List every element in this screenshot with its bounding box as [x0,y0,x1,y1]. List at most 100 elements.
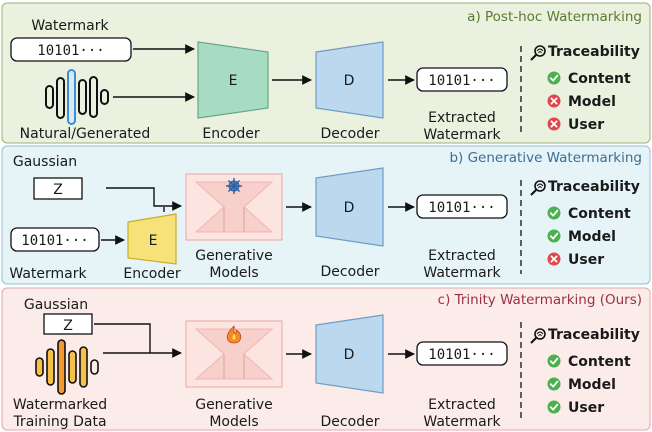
extracted-bits-box [416,194,508,219]
decoder-label: Decoder [321,126,380,142]
encoder-block [197,41,269,119]
check-icon [547,377,561,391]
check-icon [547,71,561,85]
traceability-list: Traceability Content Model User [530,179,640,268]
magnifier-fingerprint-icon [530,328,546,344]
extracted-label-line2: Watermark [423,127,501,143]
trace-label: Model [568,94,616,110]
status-mark [549,209,559,217]
gaussian-z-box [33,177,83,200]
trace-row-content-check: Content [547,71,631,87]
panel-post-hoc: a) Post-hoc Watermarking Watermark 10101… [1,2,651,144]
generative-label-line1: Generative [195,397,273,413]
check-icon [547,206,561,220]
status-mark [550,255,558,263]
gaussian-label: Gaussian [24,297,88,313]
status-mark [549,232,559,240]
training-label-line2: Training Data [12,414,106,430]
input-label: Natural/Generated [20,126,151,142]
decoder-label: Decoder [321,264,380,280]
generative-label-line1: Generative [195,248,273,264]
extracted-label-line2: Watermark [423,414,501,430]
trace-row-user-cross: User [547,252,604,268]
trace-label: User [568,117,604,133]
decoder-letter: D [344,200,355,216]
z-label: Z [63,318,73,334]
generative-label-line2: Models [209,414,258,430]
status-mark [550,97,558,105]
status-mark [550,120,558,128]
encoder-block [127,213,177,265]
watermark-bits-box [10,227,100,252]
trace-label: User [568,400,604,416]
arrow-z-to-generative [106,187,182,211]
magnifier-fingerprint-icon [530,45,546,61]
gear-network-icon [226,178,242,194]
trace-row-user-check: User [547,400,604,416]
extracted-label-line1: Extracted [428,397,496,413]
check-icon [547,354,561,368]
panel-b-title: b) Generative Watermarking [449,150,642,166]
gaussian-label: Gaussian [13,154,77,170]
z-label: Z [53,182,63,198]
generative-model-block [185,320,283,388]
trace-label: Model [568,377,616,393]
extracted-label-line2: Watermark [423,265,501,281]
check-icon [547,400,561,414]
trace-label: Content [568,354,631,370]
extracted-bits-box [416,341,508,366]
generative-label-line2: Models [209,265,258,281]
panel-generative: b) Generative Watermarking Gaussian Z 10… [1,145,651,285]
trace-row-content-check: Content [547,206,631,222]
watermarked-waveform-icon [35,339,99,395]
extracted-label-line1: Extracted [428,248,496,264]
fire-icon [226,325,242,344]
extracted-bits: 10101··· [428,347,495,363]
extracted-bits: 10101··· [428,73,495,89]
status-mark [549,74,559,82]
decoder-block [315,314,384,394]
magnifier-fingerprint-icon [530,180,546,196]
arrow-z-line [94,323,151,353]
extracted-label-line1: Extracted [428,110,496,126]
traceability-list: Traceability Content Model User [530,327,640,416]
decoder-block [315,41,384,119]
traceability-list: Traceability Content Model User [530,44,640,133]
watermark-label: Watermark [31,18,109,34]
watermark-bits: 10101··· [21,233,88,249]
audio-waveform-icon [45,69,109,125]
traceability-heading: Traceability [548,327,640,343]
status-mark [549,380,559,388]
trace-row-user-cross: User [547,117,604,133]
gaussian-z-box [43,313,93,335]
encoder-label: Encoder [123,266,180,282]
encoder-letter: E [149,233,158,249]
decoder-label: Decoder [321,414,380,430]
decoder-block [315,167,384,247]
decoder-letter: D [344,73,355,89]
traceability-heading: Traceability [548,44,640,60]
extracted-bits-box [416,67,508,92]
trace-label: Content [568,206,631,222]
watermark-bits: 10101··· [37,43,104,59]
status-mark [549,403,559,411]
panel-c-title: c) Trinity Watermarking (Ours) [438,292,642,308]
panel-a-title: a) Post-hoc Watermarking [467,9,642,25]
extracted-bits: 10101··· [428,200,495,216]
trace-row-model-check: Model [547,377,616,393]
trace-row-model-check: Model [547,229,616,245]
encoder-letter: E [229,73,238,89]
generative-model-block [185,173,283,241]
training-label-line1: Watermarked [13,397,107,413]
decoder-letter: D [344,347,355,363]
trace-label: Content [568,71,631,87]
trace-label: User [568,252,604,268]
watermark-label: Watermark [9,266,87,282]
watermark-bits-box [10,37,132,62]
trace-row-model-cross: Model [547,94,616,110]
trace-label: Model [568,229,616,245]
encoder-label: Encoder [202,126,259,142]
trace-row-content-check: Content [547,354,631,370]
panel-trinity: c) Trinity Watermarking (Ours) Gaussian … [1,287,651,431]
